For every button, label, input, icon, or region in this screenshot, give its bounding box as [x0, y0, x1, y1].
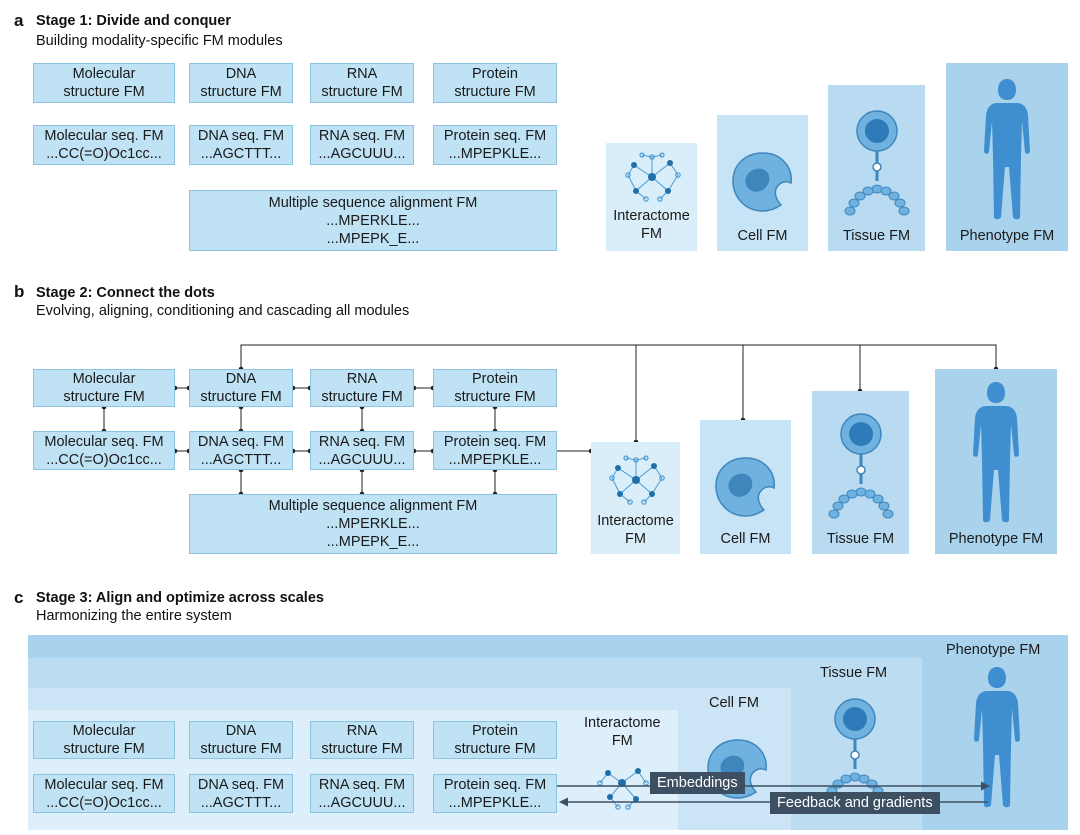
- cell-label-a: Cell FM: [737, 228, 788, 244]
- tissue-label-a: Tissue FM: [842, 228, 911, 244]
- cell-icon: [714, 457, 775, 517]
- stage-c-title: Stage 3: Align and optimize across scale…: [36, 590, 324, 606]
- molecular-seq-module-b: Molecular seq. FM...CC(=O)Oc1cc...: [33, 431, 175, 470]
- network-icon: [597, 768, 649, 810]
- msa-module: Multiple sequence alignment FM...MPERKLE…: [189, 190, 557, 251]
- protein-seq-module-c: Protein seq. FM...MPEPKLE...: [433, 774, 557, 813]
- phenotype-label-c: Phenotype FM: [946, 642, 1041, 658]
- human-silhouette-icon: [984, 79, 1030, 220]
- network-icon: [624, 152, 681, 202]
- neuron-icon: [844, 110, 909, 216]
- interactome-label-a: Interactome: [613, 208, 690, 224]
- phenotype-label-a: Phenotype FM: [959, 228, 1055, 244]
- tissue-label-b: Tissue FM: [826, 531, 895, 547]
- stage-a-subtitle: Building modality-specific FM modules: [36, 33, 283, 49]
- human-silhouette-icon: [973, 382, 1019, 523]
- cell-label-c: Cell FM: [709, 695, 759, 711]
- network-icon: [608, 455, 665, 505]
- human-silhouette-icon: [974, 667, 1020, 808]
- protein-seq-module-b: Protein seq. FM...MPEPKLE...: [433, 431, 557, 470]
- panel-letter-a: a: [14, 11, 24, 30]
- interactome-label-b: Interactome: [597, 513, 674, 529]
- stage-c-subtitle: Harmonizing the entire system: [36, 608, 232, 624]
- rna-seq-module-b: RNA seq. FM...AGCUUU...: [310, 431, 414, 470]
- cell-module-a: Cell FM: [717, 115, 808, 251]
- panel-letter-b: b: [14, 282, 25, 301]
- cell-label-b: Cell FM: [720, 531, 771, 547]
- phenotype-module-b: Phenotype FM: [935, 369, 1057, 554]
- dna-seq-module: DNA seq. FM...AGCTTT...: [189, 125, 293, 165]
- neuron-icon: [828, 413, 893, 519]
- dna-seq-module-b: DNA seq. FM...AGCTTT...: [189, 431, 293, 470]
- rna-seq-module: RNA seq. FM...AGCUUU...: [310, 125, 414, 165]
- tissue-module-b: Tissue FM: [812, 391, 909, 554]
- stage-a-title: Stage 1: Divide and conquer: [36, 13, 231, 29]
- tissue-module-a: Tissue FM: [828, 85, 925, 251]
- cell-module-b: Cell FM: [700, 420, 791, 554]
- panel-letter-c: c: [14, 588, 24, 607]
- feedback-arrow-label: Feedback and gradients: [770, 792, 940, 814]
- rna-seq-module-c: RNA seq. FM...AGCUUU...: [310, 774, 414, 813]
- protein-seq-module: Protein seq. FM...MPEPKLE...: [433, 125, 557, 165]
- tissue-label-c: Tissue FM: [820, 665, 888, 681]
- neuron-icon: [822, 698, 888, 804]
- msa-module-b: Multiple sequence alignment FM...MPERKLE…: [189, 494, 557, 554]
- phenotype-module-a: Phenotype FM: [946, 63, 1068, 251]
- molecular-seq-module-c: Molecular seq. FM...CC(=O)Oc1cc...: [33, 774, 175, 813]
- molecular-seq-module: Molecular seq. FM...CC(=O)Oc1cc...: [33, 125, 175, 165]
- cell-icon: [731, 152, 792, 212]
- embeddings-arrow-label: Embeddings: [650, 772, 745, 794]
- phenotype-label-b: Phenotype FM: [948, 531, 1044, 547]
- stage-b-title: Stage 2: Connect the dots: [36, 285, 215, 301]
- dna-seq-module-c: DNA seq. FM...AGCTTT...: [189, 774, 293, 813]
- stage-b-subtitle: Evolving, aligning, conditioning and cas…: [36, 303, 410, 319]
